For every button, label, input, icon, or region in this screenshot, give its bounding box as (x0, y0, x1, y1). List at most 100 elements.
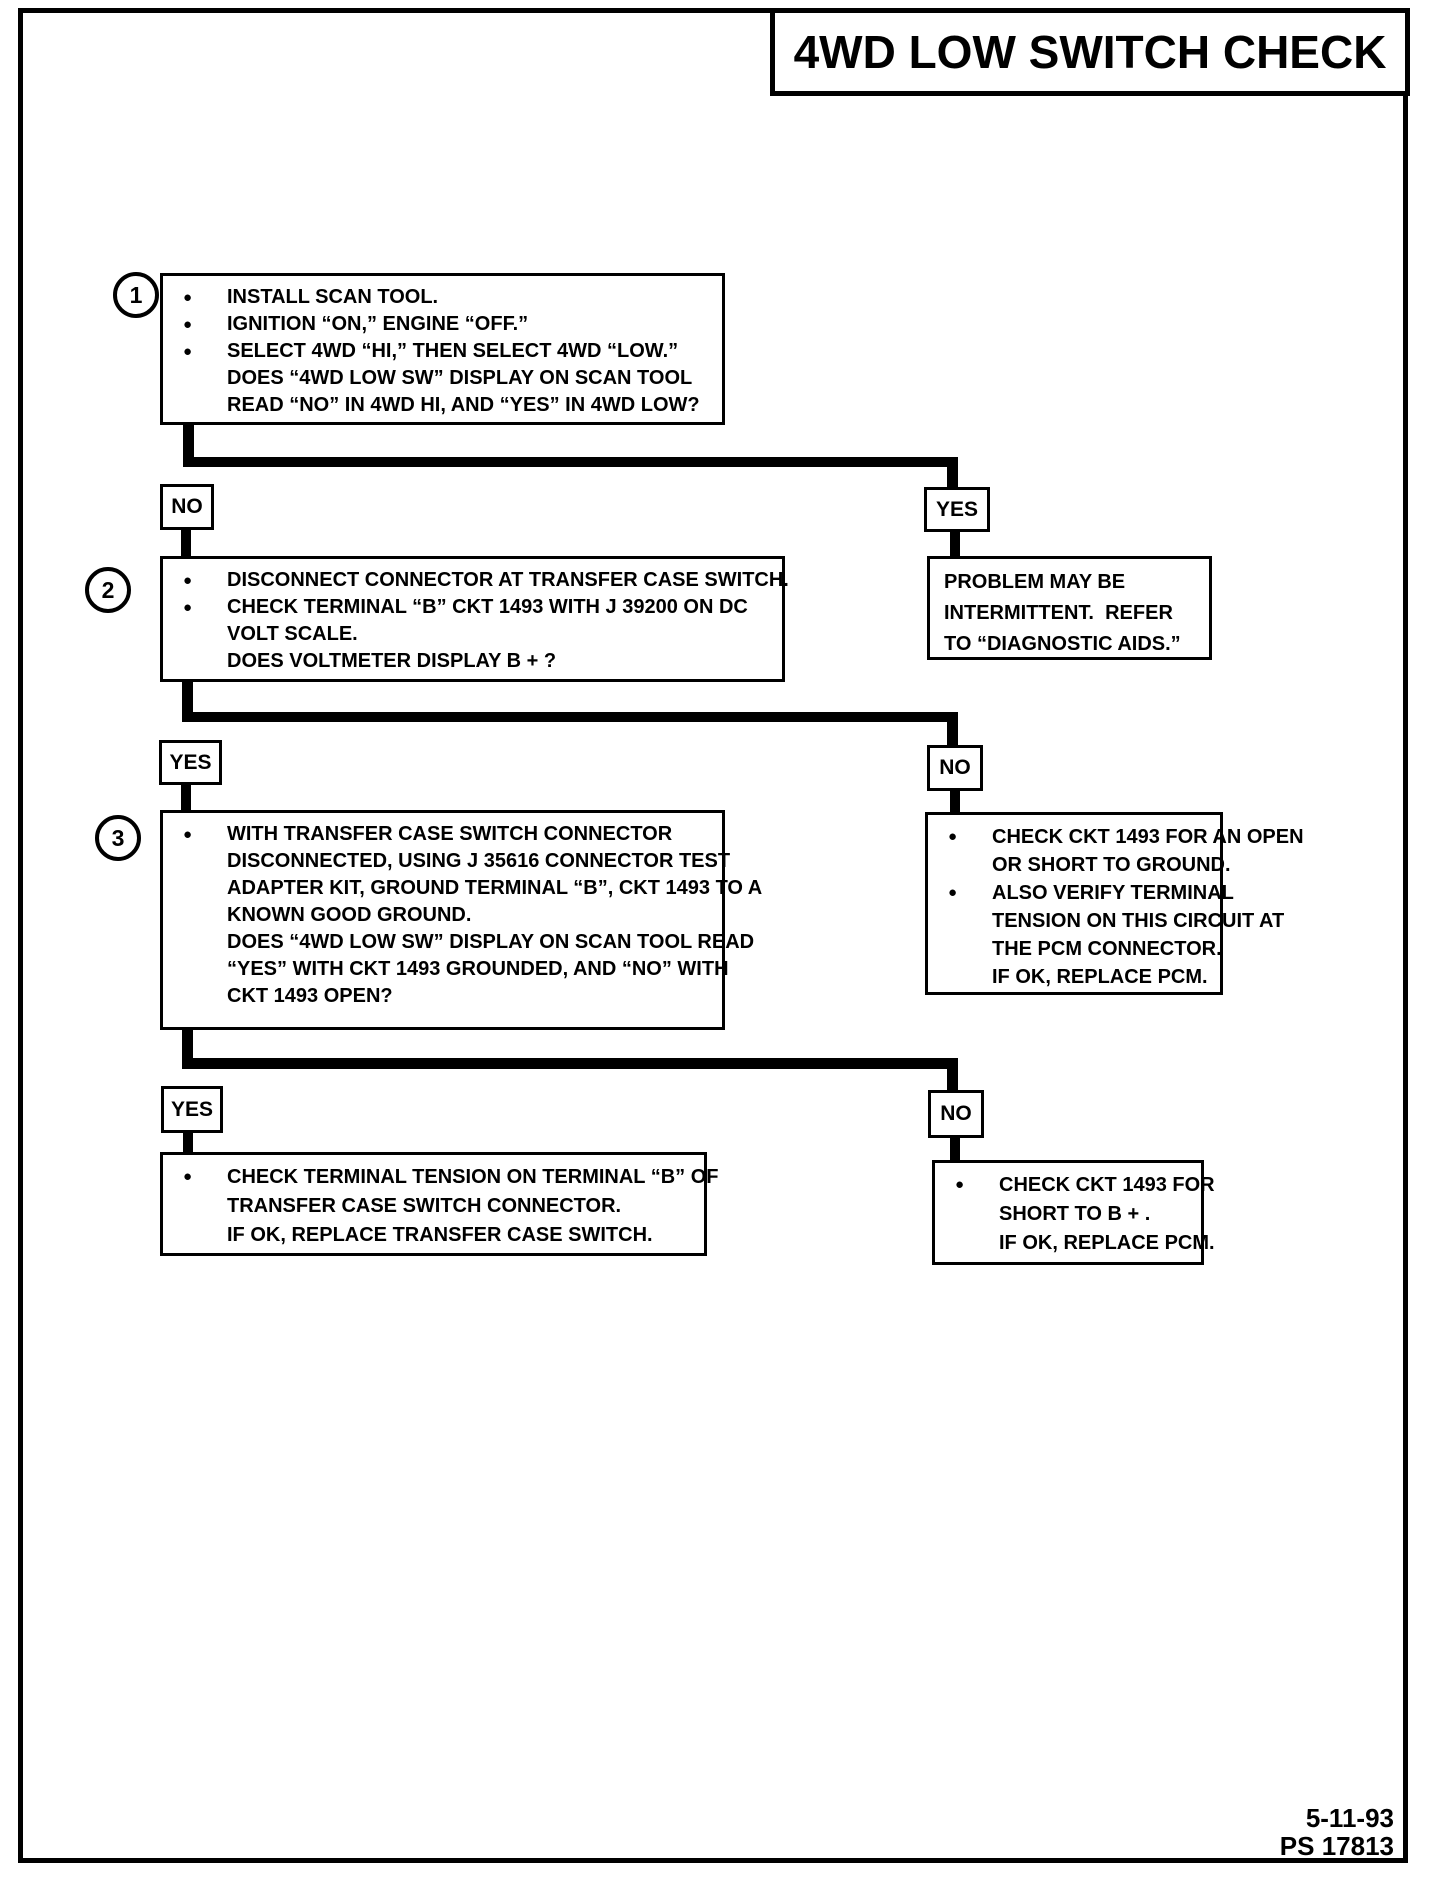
check-ckt-short-box: ●CHECK CKT 1493 FOR SHORT TO B + . IF OK… (932, 1160, 1215, 1265)
box-line-text: WITH TRANSFER CASE SWITCH CONNECTOR (227, 823, 673, 845)
step-number: 2 (101, 576, 115, 603)
box-line-text: DOES “4WD LOW SW” DISPLAY ON SCAN TOOL (227, 367, 693, 389)
step3-box: ● WITH TRANSFER CASE SWITCH CONNECTOR DIS… (160, 810, 762, 1030)
connector-line (183, 457, 958, 467)
connector-line (181, 784, 191, 812)
bullet-icon: ● (955, 1176, 965, 1193)
box-line-row: ● CHECK TERMINAL “B” CKT 1493 WITH J 3920… (173, 594, 776, 621)
box-line-text: PROBLEM MAY BE (944, 571, 1126, 593)
box-line-text: READ “NO” IN 4WD HI, AND “YES” IN 4WD LO… (227, 394, 700, 416)
box-line-row: ADAPTER KIT, GROUND TERMINAL “B”, CKT 14… (173, 875, 762, 902)
box-line-row: TO “DIAGNOSTIC AIDS.” (944, 629, 1203, 660)
box-line-row: ●CHECK CKT 1493 FOR (945, 1171, 1215, 1200)
bullet-icon: ● (183, 1168, 193, 1185)
box-line-text: CHECK CKT 1493 FOR AN OPEN (992, 826, 1304, 848)
connector-line (181, 528, 191, 556)
box-line-row: INTERMITTENT. REFER (944, 598, 1203, 629)
box-line-row: TENSION ON THIS CIRCUIT AT (938, 907, 1284, 935)
box-line-text: TO “DIAGNOSTIC AIDS.” (944, 633, 1181, 655)
problem-intermittent-box: PROBLEM MAY BE INTERMITTENT. REFER TO “D… (927, 556, 1212, 660)
box-line-row: CKT 1493 OPEN? (173, 983, 716, 1010)
box-line-text: SHORT TO B + . (999, 1203, 1151, 1225)
footer-date: 5-11-93 (1305, 1803, 1394, 1833)
box-line-text: TRANSFER CASE SWITCH CONNECTOR. (227, 1195, 622, 1217)
box-line-text: “YES” WITH CKT 1493 GROUNDED, AND “NO” W… (227, 958, 729, 980)
box-line-row: IF OK, REPLACE PCM. (945, 1229, 1215, 1258)
connector-line (182, 1028, 193, 1068)
box-line-text: ALSO VERIFY TERMINAL (992, 882, 1234, 904)
connector-line (947, 457, 958, 489)
step1-box: ● INSTALL SCAN TOOL. ● IGNITION “ON,” ENGI… (160, 273, 725, 425)
decision-yes-2: YES (159, 740, 222, 785)
box-line-text: IF OK, REPLACE PCM. (992, 966, 1208, 988)
box-line-text: INSTALL SCAN TOOL. (227, 286, 439, 308)
decision-no-2: NO (927, 745, 983, 791)
connector-line (182, 712, 958, 722)
box-line-row: READ “NO” IN 4WD HI, AND “YES” IN 4WD LO… (173, 392, 716, 419)
box-line-row: ● CHECK TERMINAL TENSION ON TERMINAL “B” … (173, 1163, 718, 1192)
bullet-icon: ● (183, 289, 193, 306)
box-line-text: TENSION ON THIS CIRCUIT AT (992, 910, 1285, 932)
connector-line (950, 790, 960, 814)
decision-yes-3: YES (161, 1086, 223, 1133)
box-line-row: DOES “4WD LOW SW” DISPLAY ON SCAN TOOL (173, 365, 716, 392)
step-number: 1 (129, 281, 143, 308)
box-line-row: PROBLEM MAY BE (944, 567, 1203, 598)
decision-no-3: NO (928, 1090, 984, 1138)
box-line-row: ● ALSO VERIFY TERMINAL (938, 879, 1234, 907)
box-line-row: SHORT TO B + . (945, 1200, 1195, 1229)
box-line-row: VOLT SCALE. (173, 621, 776, 648)
box-line-text: INTERMITTENT. REFER (944, 602, 1173, 624)
box-line-text: KNOWN GOOD GROUND. (227, 904, 472, 926)
box-line-text: DISCONNECTED, USING J 35616 CONNECTOR TE… (227, 850, 731, 872)
box-line-row: IF OK, REPLACE PCM. (938, 963, 1214, 991)
connector-line (950, 531, 960, 558)
step-circle-2: 2 (85, 567, 131, 613)
box-line-row: ●DISCONNECT CONNECTOR AT TRANSFER CASE S… (173, 567, 789, 594)
bullet-icon: ● (183, 343, 193, 360)
footer: 5-11-93 PS 17813 (1280, 1804, 1394, 1860)
check-ckt-open-box: ●CHECK CKT 1493 FOR AN OPEN OR SHORT TO … (925, 812, 1304, 995)
box-line-text: DOES VOLTMETER DISPLAY B + ? (227, 650, 557, 672)
footer-code: PS 17813 (1279, 1831, 1394, 1861)
box-line-row: OR SHORT TO GROUND. (938, 851, 1231, 879)
bullet-icon: ● (183, 316, 193, 333)
box-line-text: OR SHORT TO GROUND. (992, 854, 1231, 876)
box-line-text: IF OK, REPLACE PCM. (999, 1232, 1215, 1254)
bullet-icon: ● (948, 884, 958, 901)
connector-line (947, 1058, 958, 1092)
box-line-row: ● SELECT 4WD “HI,” THEN SELECT 4WD “LOW.” (173, 338, 716, 365)
box-line-row: “YES” WITH CKT 1493 GROUNDED, AND “NO” W… (173, 956, 729, 983)
box-line-text: THE PCM CONNECTOR. (992, 938, 1222, 960)
decision-yes-1: YES (924, 487, 990, 532)
connector-line (947, 712, 958, 747)
box-line-row: ● WITH TRANSFER CASE SWITCH CONNECTOR (173, 821, 716, 848)
box-line-text: IGNITION “ON,” ENGINE “OFF.” (227, 313, 529, 335)
connector-line (183, 1133, 193, 1154)
box-line-text: CHECK TERMINAL TENSION ON TERMINAL “B” O… (227, 1166, 719, 1188)
step2-box: ● DISCONNECT CONNECTOR AT TRANSFER CASE S… (160, 556, 789, 682)
bullet-icon: ● (183, 599, 193, 616)
box-line-text: DISCONNECT CONNECTOR AT TRANSFER CASE SW… (227, 569, 789, 591)
check-terminal-tension-box: ● CHECK TERMINAL TENSION ON TERMINAL “B” … (160, 1152, 718, 1256)
box-line-text: ADAPTER KIT, GROUND TERMINAL “B”, CKT 14… (227, 877, 763, 899)
step-circle-3: 3 (95, 815, 141, 861)
box-line-row: IF OK, REPLACE TRANSFER CASE SWITCH. (173, 1221, 698, 1250)
bullet-icon: ● (183, 826, 193, 843)
box-line-row: KNOWN GOOD GROUND. (173, 902, 716, 929)
box-line-text: CHECK TERMINAL “B” CKT 1493 WITH J 39200… (227, 596, 748, 618)
connector-line (950, 1138, 960, 1160)
page-title: 4WD LOW SWITCH CHECK (770, 8, 1410, 96)
box-line-text: CKT 1493 OPEN? (227, 985, 393, 1007)
box-line-row: DISCONNECTED, USING J 35616 CONNECTOR TE… (173, 848, 730, 875)
connector-line (183, 425, 194, 467)
box-line-row: ●CHECK CKT 1493 FOR AN OPEN (938, 823, 1304, 851)
box-line-text: SELECT 4WD “HI,” THEN SELECT 4WD “LOW.” (227, 340, 679, 362)
step-number: 3 (111, 824, 125, 851)
box-line-row: ● INSTALL SCAN TOOL. (173, 284, 716, 311)
box-line-text: IF OK, REPLACE TRANSFER CASE SWITCH. (227, 1224, 653, 1246)
box-line-row: DOES VOLTMETER DISPLAY B + ? (173, 648, 776, 675)
connector-line (182, 682, 193, 722)
box-line-row: TRANSFER CASE SWITCH CONNECTOR. (173, 1192, 698, 1221)
